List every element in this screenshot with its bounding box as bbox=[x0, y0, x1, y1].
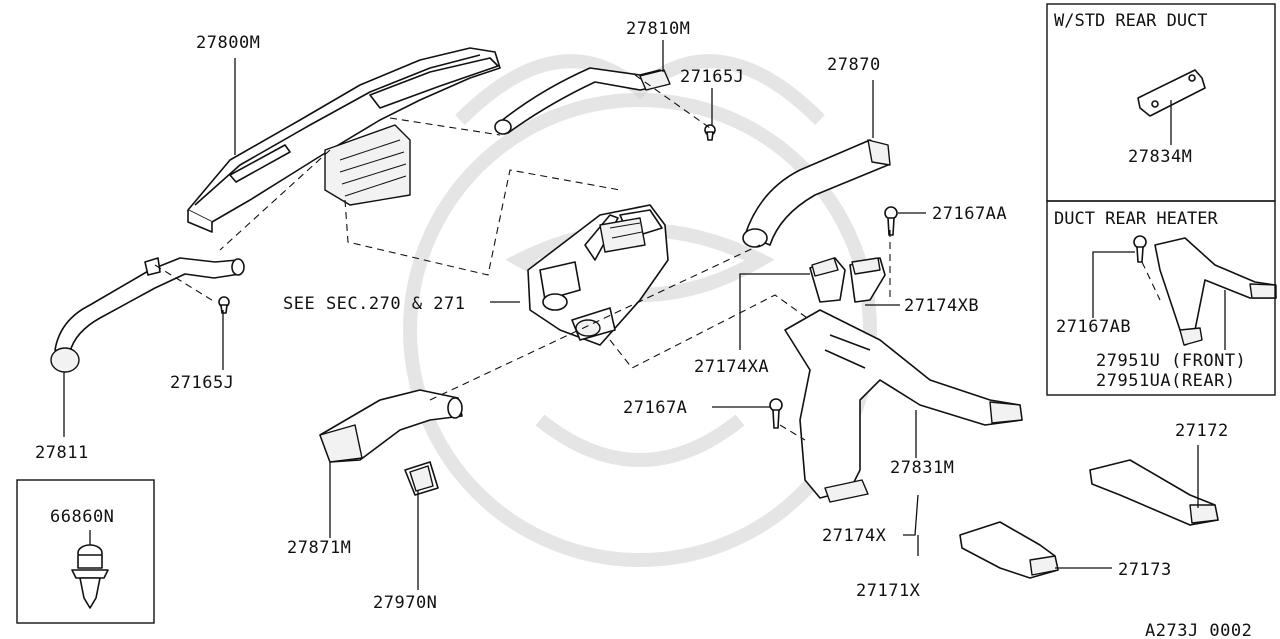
grille-27970n[interactable] bbox=[404, 461, 439, 496]
duct-27871m[interactable] bbox=[319, 389, 463, 463]
duct-27831m[interactable] bbox=[784, 309, 1023, 503]
label-27800m: 27800M bbox=[196, 33, 260, 53]
drawing-code: A273J 0002 bbox=[1145, 621, 1252, 639]
duct-27870[interactable] bbox=[742, 139, 891, 248]
box-duct-rear-heater bbox=[1046, 200, 1276, 396]
duct-27173[interactable] bbox=[959, 521, 1059, 579]
box-header-duct-rear-heater: DUCT REAR HEATER bbox=[1054, 209, 1219, 229]
label-27811: 27811 bbox=[35, 443, 89, 463]
duct-27951u[interactable] bbox=[1133, 235, 1277, 346]
label-27970n: 27970N bbox=[373, 593, 437, 613]
label-27951u: 27951U (FRONT) bbox=[1096, 351, 1246, 371]
label-27871m: 27871M bbox=[287, 538, 351, 558]
clip-27165j-top[interactable] bbox=[704, 124, 716, 141]
box-66860n bbox=[16, 479, 155, 624]
label-27171x: 27171X bbox=[856, 581, 921, 601]
label-27165j-top: 27165J bbox=[680, 67, 744, 87]
box-header-std-rear-duct: W/STD REAR DUCT bbox=[1054, 11, 1208, 31]
hose-27811[interactable] bbox=[50, 257, 245, 373]
label-27167a: 27167A bbox=[623, 398, 687, 418]
label-27174xb: 27174XB bbox=[904, 296, 979, 316]
screw-27167a[interactable] bbox=[769, 398, 783, 429]
label-27174xa: 27174XA bbox=[694, 357, 769, 377]
leader-lines bbox=[63, 40, 1226, 590]
hose-27810m[interactable] bbox=[494, 67, 671, 135]
label-27173: 27173 bbox=[1118, 560, 1172, 580]
label-27165j-left: 27165J bbox=[170, 373, 234, 393]
clip-27165j-left[interactable] bbox=[218, 296, 230, 314]
watermark-emblem bbox=[403, 54, 877, 567]
label-27172: 27172 bbox=[1175, 421, 1229, 441]
duct-27172[interactable] bbox=[1089, 459, 1219, 526]
reference-lines bbox=[154, 74, 1161, 441]
heater-unit[interactable] bbox=[527, 204, 669, 346]
label-27810m: 27810M bbox=[626, 19, 690, 39]
bracket-27834m[interactable] bbox=[1137, 69, 1206, 117]
label-66860n: 66860N bbox=[50, 507, 114, 527]
label-27167aa: 27167AA bbox=[932, 204, 1007, 224]
label-27834m: 27834M bbox=[1128, 147, 1192, 167]
label-27167ab: 27167AB bbox=[1056, 317, 1131, 337]
clip-66860n[interactable] bbox=[71, 544, 109, 609]
connector-27174xa[interactable] bbox=[809, 257, 846, 303]
connector-27174xb[interactable] bbox=[849, 257, 886, 303]
duct-27800m[interactable] bbox=[187, 47, 501, 233]
label-27831m: 27831M bbox=[890, 458, 954, 478]
screw-27167aa[interactable] bbox=[884, 206, 898, 236]
label-27870: 27870 bbox=[827, 55, 881, 75]
label-see-sec: SEE SEC.270 & 271 bbox=[283, 294, 466, 314]
label-27174x: 27174X bbox=[822, 526, 887, 546]
label-27951ua: 27951UA(REAR) bbox=[1096, 371, 1236, 391]
